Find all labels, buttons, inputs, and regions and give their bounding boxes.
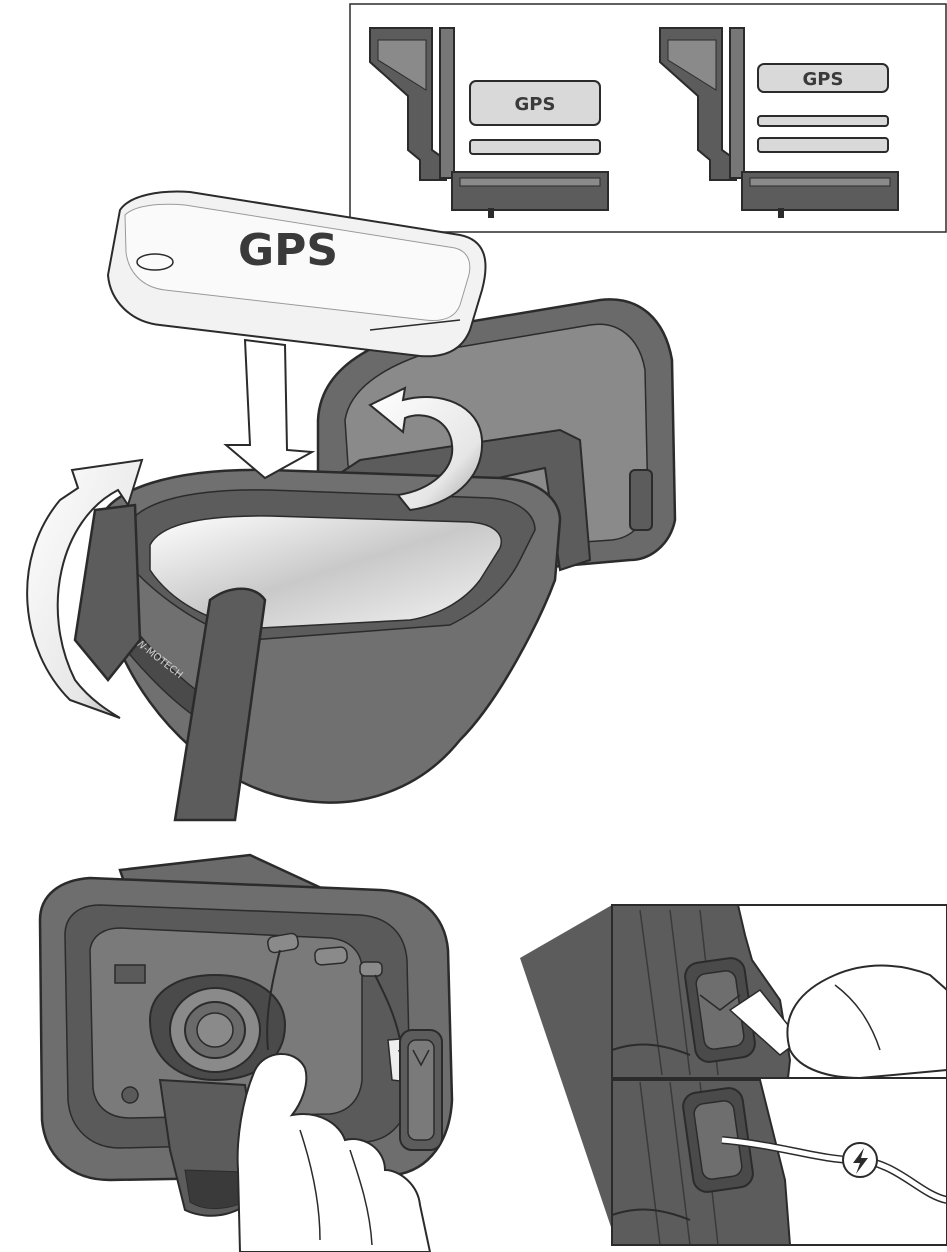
inset-gps-label-left: GPS <box>515 94 556 115</box>
inset-pad-right-2 <box>757 137 889 153</box>
gps-device-label: GPS <box>238 225 338 276</box>
inset-panel: GPS GPS <box>349 3 947 233</box>
inset-gps-box-left <box>469 80 601 126</box>
front-strap <box>173 587 267 822</box>
detail-top <box>611 904 947 1080</box>
detail-panel <box>611 904 947 1246</box>
rotation-arrow-lid <box>368 386 484 512</box>
hand <box>236 1053 432 1252</box>
open-case: SW-MOTECH GPS <box>26 190 677 822</box>
callout-pointer <box>520 905 612 1230</box>
inset-pad-right-1 <box>757 115 889 127</box>
inset-case-left <box>369 27 609 218</box>
rotation-arrow-side <box>26 458 144 719</box>
inset-gps-label-right: GPS <box>803 69 844 90</box>
gps-device: GPS <box>106 190 487 358</box>
mount-adapter <box>148 973 287 1082</box>
insertion-arrow <box>223 338 316 480</box>
side-strap <box>73 503 142 682</box>
inset-gps-left: GPS <box>469 80 601 155</box>
inset-gps-right: GPS <box>757 63 889 153</box>
lightning-icon <box>853 1148 868 1174</box>
inset-gps-box-right <box>757 63 889 93</box>
inset-case-right <box>659 27 899 218</box>
side-port-cover <box>399 1029 443 1151</box>
inset-pad-left <box>469 139 601 155</box>
detail-bottom <box>611 1079 947 1246</box>
case-back-view <box>38 853 454 1252</box>
